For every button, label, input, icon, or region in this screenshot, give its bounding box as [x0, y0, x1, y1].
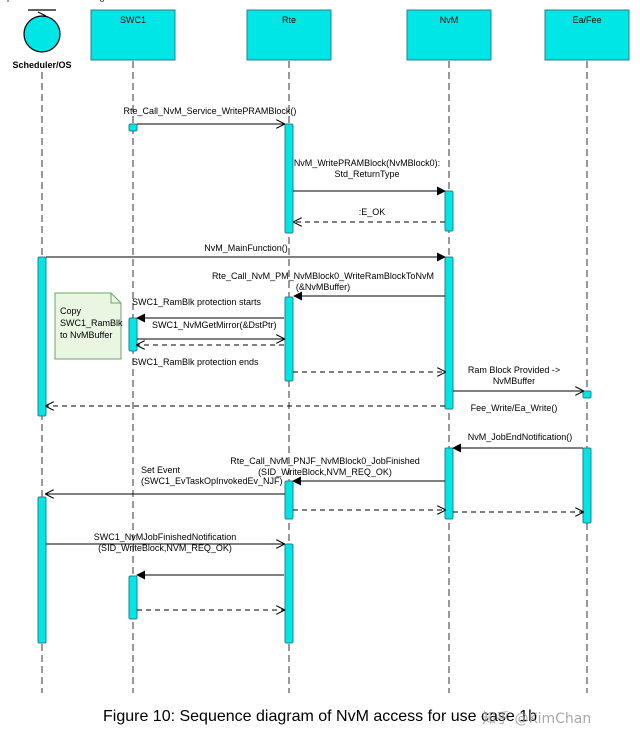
- participant-eafee: Ea/Fee: [544, 9, 630, 61]
- message-label: NvM_JobEndNotification(): [468, 432, 573, 442]
- message-label: NvMBuffer: [493, 376, 535, 386]
- message-label: SWC1_NvMJobFinishedNotification: [94, 532, 237, 542]
- figure-caption: Figure 10: Sequence diagram of NvM acces…: [103, 708, 537, 725]
- message-label: Set Event: [141, 465, 181, 475]
- message-m6: SWC1_RamBlk protection starts: [132, 297, 284, 323]
- participant-label: SWC1: [120, 15, 146, 25]
- message-label: (SID_WriteBlock,NVM_REQ_OK): [98, 543, 232, 553]
- activation-nvm: [444, 256, 454, 410]
- actor-tick-icon: [37, 11, 47, 17]
- message-label: SWC1_NvMGetMirror(&DstPtr): [152, 320, 277, 330]
- actor-circle-icon: [23, 15, 61, 53]
- message-label: NvM_WritePRAMBlock(NvMBlock0):: [294, 158, 440, 168]
- message-m14: Rte_Call_NvM_PNJF_NvMBlock0_JobFinished(…: [230, 456, 445, 486]
- activation-rte: [284, 123, 294, 234]
- activation-swc1: [128, 123, 138, 132]
- message-label: Operation Invoked Event(): [0, 0, 105, 2]
- message-label: (SID_WriteBlock,NVM_REQ_OK): [258, 467, 392, 477]
- message-m2: NvM_WritePRAMBlock(NvMBlock0):Std_Return…: [293, 158, 446, 196]
- message-label: Std_ReturnType: [334, 169, 399, 179]
- message-m11: Ram Block Provided ->NvMBuffer: [453, 365, 583, 391]
- participant-label: Ea/Fee: [572, 15, 601, 25]
- message-m17: Operation Invoked Event(): [0, 0, 583, 512]
- message-label: Fee_Write/Ea_Write(): [471, 403, 558, 413]
- message-label: Rte_Call_NvM_Service_WritePRAMBlock(): [124, 106, 297, 116]
- activation-bars: [37, 123, 592, 644]
- watermark: 知乎 @KimChan: [482, 711, 592, 727]
- participant-box: [544, 9, 630, 61]
- participant-label: Rte: [282, 15, 296, 25]
- message-m15: Set Event(SWC1_EvTaskOpInvokedEv_NJF): [46, 465, 285, 494]
- message-m13: NvM_JobEndNotification(): [452, 432, 583, 453]
- note-text: to NvMBuffer: [60, 330, 112, 340]
- message-label: :E_OK: [359, 207, 386, 217]
- message-label: (&NvMBuffer): [296, 282, 350, 292]
- message-m7: SWC1_NvMGetMirror(&DstPtr): [137, 320, 284, 339]
- activation-sched: [37, 256, 47, 417]
- participant-rte: Rte: [246, 9, 332, 61]
- message-m1: Rte_Call_NvM_Service_WritePRAMBlock(): [124, 106, 297, 124]
- activation-sched: [37, 496, 47, 644]
- activation-rte: [284, 296, 294, 382]
- note-text: SWC1_RamBlk: [60, 318, 123, 328]
- message-m12: Fee_Write/Ea_Write(): [46, 403, 557, 413]
- participant-sched: Scheduler/OS: [12, 9, 72, 70]
- note-box: [54, 292, 122, 360]
- message-m18: SWC1_NvMJobFinishedNotification(SID_Writ…: [46, 532, 284, 553]
- message-label: Rte_Call_NvM_PM_NvMBlock0_WriteRamBlockT…: [212, 271, 434, 281]
- note-text: Copy: [60, 306, 82, 316]
- activation-nvm: [444, 190, 454, 232]
- participant-label: Scheduler/OS: [12, 60, 71, 70]
- activation-rte: [284, 480, 294, 520]
- activation-nvm: [444, 447, 454, 520]
- message-label: (SWC1_EvTaskOpInvokedEv_NJF): [141, 476, 283, 486]
- activation-rte: [284, 543, 294, 644]
- messages: Rte_Call_NvM_Service_WritePRAMBlock() NvM…: [0, 0, 583, 610]
- message-m3: :E_OK: [294, 207, 445, 222]
- note-fold-icon: [110, 293, 121, 304]
- participant-swc1: SWC1: [90, 9, 176, 61]
- participant-label: NvM: [440, 15, 459, 25]
- participant-box: [90, 9, 176, 61]
- participant-box: [246, 9, 332, 61]
- participant-box: [406, 9, 492, 61]
- activation-swc1: [128, 575, 138, 620]
- message-label: SWC1_RamBlk protection ends: [132, 357, 259, 367]
- message-label: Rte_Call_NvM_PNJF_NvMBlock0_JobFinished: [230, 456, 420, 466]
- activation-swc1: [128, 317, 138, 352]
- message-label: NvM_MainFunction(): [204, 243, 288, 253]
- activation-eafee: [582, 390, 592, 399]
- message-m4: NvM_MainFunction(): [46, 243, 446, 262]
- participant-headers: Scheduler/OS SWC1 Rte NvM Ea/Fee: [12, 9, 630, 70]
- activation-eafee: [582, 447, 592, 524]
- message-label: SWC1_RamBlk protection starts: [132, 297, 262, 307]
- participant-nvm: NvM: [406, 9, 492, 61]
- message-m5: Rte_Call_NvM_PM_NvMBlock0_WriteRamBlockT…: [212, 271, 445, 301]
- message-m9: SWC1_RamBlk protection ends: [132, 357, 259, 367]
- message-label: Ram Block Provided ->: [468, 365, 560, 375]
